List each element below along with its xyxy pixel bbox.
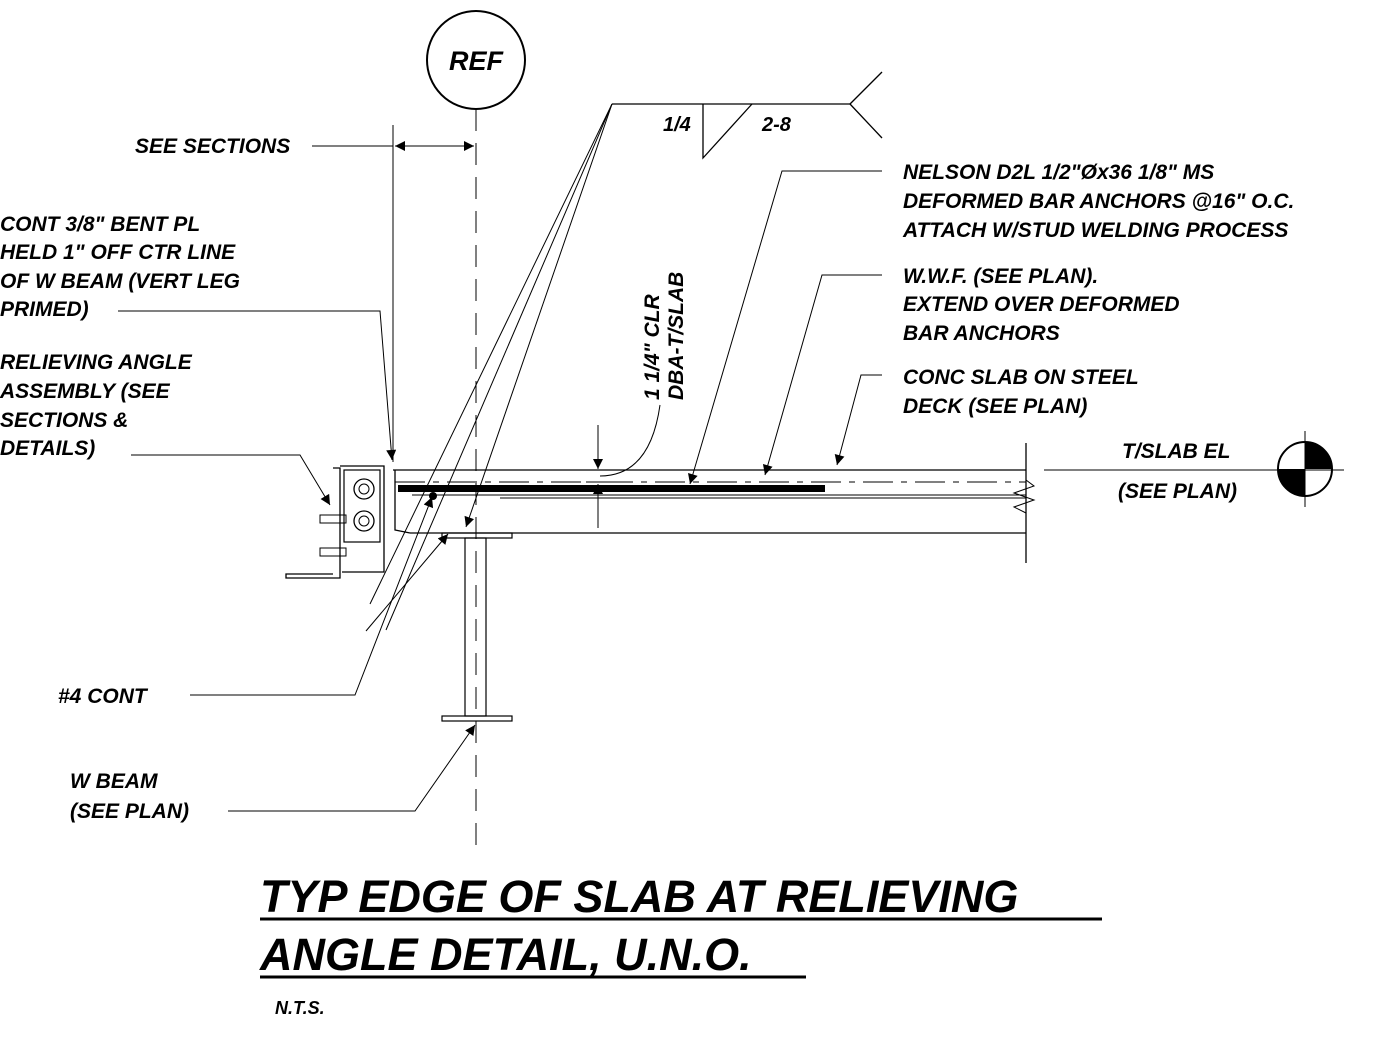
nelson-label-line3: ATTACH W/STUD WELDING PROCESS — [902, 219, 1288, 242]
note-bent-plate: CONT 3/8" BENT PL HELD 1" OFF CTR LINE O… — [0, 213, 240, 321]
clearance-dimension: 1 1/4" CLR DBA-T/SLAB — [586, 272, 688, 528]
note-conc-slab: CONC SLAB ON STEEL DECK (SEE PLAN) — [903, 366, 1139, 418]
bent-plate-label-line2: HELD 1" OFF CTR LINE — [0, 241, 236, 264]
nelson-label-line2: DEFORMED BAR ANCHORS @16" O.C. — [903, 190, 1294, 213]
leader-lines — [118, 170, 882, 812]
relieving-angle-assembly — [285, 465, 411, 579]
relieving-angle-label-line4: DETAILS) — [0, 437, 95, 460]
relieving-angle-label-line3: SECTIONS & — [0, 409, 128, 432]
w-beam — [441, 532, 513, 722]
conc-slab-label-line1: CONC SLAB ON STEEL — [903, 366, 1139, 389]
relieving-angle-label-line2: ASSEMBLY (SEE — [0, 380, 171, 403]
bent-plate-label-line4: PRIMED) — [0, 298, 89, 321]
slab-elevation-label-line1: T/SLAB EL — [1122, 440, 1231, 463]
bent-plate-label-line3: OF W BEAM (VERT LEG — [0, 270, 240, 293]
note-relieving-angle: RELIEVING ANGLE ASSEMBLY (SEE SECTIONS &… — [0, 351, 193, 460]
reference-bubble: REF — [426, 10, 526, 110]
nelson-label-line1: NELSON D2L 1/2"Øx36 1/8" MS — [903, 161, 1214, 184]
wwf-label-line1: W.W.F. (SEE PLAN). — [903, 265, 1098, 288]
scale-note: N.T.S. — [275, 998, 325, 1018]
reference-bubble-label: REF — [449, 46, 505, 76]
conc-slab-label-line2: DECK (SEE PLAN) — [903, 395, 1087, 418]
wwf-label-line3: BAR ANCHORS — [903, 322, 1060, 345]
note-w-beam: W BEAM (SEE PLAN) — [70, 770, 189, 823]
clearance-label-line1: 1 1/4" CLR — [641, 294, 664, 400]
rebar-label: #4 CONT — [58, 685, 149, 708]
title-line2: ANGLE DETAIL, U.N.O. — [259, 929, 752, 980]
w-beam-label-line1: W BEAM — [70, 770, 158, 793]
concrete-slab — [393, 443, 1036, 563]
weld-symbol: 1/4 2-8 — [369, 71, 883, 631]
slab-elevation-marker — [1044, 431, 1344, 507]
note-wwf: W.W.F. (SEE PLAN). EXTEND OVER DEFORMED … — [903, 265, 1180, 345]
title-line1: TYP EDGE OF SLAB AT RELIEVING — [260, 871, 1018, 922]
note-slab-elevation: T/SLAB EL (SEE PLAN) — [1118, 440, 1237, 503]
weld-size-label: 1/4 — [663, 114, 691, 136]
note-nelson-anchors: NELSON D2L 1/2"Øx36 1/8" MS DEFORMED BAR… — [902, 161, 1294, 242]
w-beam-label-line2: (SEE PLAN) — [70, 800, 189, 823]
bent-plate-label-line1: CONT 3/8" BENT PL — [0, 213, 200, 236]
see-sections-dimension: SEE SECTIONS — [135, 125, 474, 462]
detail-title: TYP EDGE OF SLAB AT RELIEVING ANGLE DETA… — [259, 871, 1102, 1018]
wwf-label-line2: EXTEND OVER DEFORMED — [903, 293, 1180, 316]
clearance-label-line2: DBA-T/SLAB — [665, 272, 688, 400]
weld-length-pitch-label: 2-8 — [761, 114, 792, 136]
slab-elevation-label-line2: (SEE PLAN) — [1118, 480, 1237, 503]
relieving-angle-label-line1: RELIEVING ANGLE — [0, 351, 193, 374]
see-sections-label: SEE SECTIONS — [135, 135, 290, 158]
